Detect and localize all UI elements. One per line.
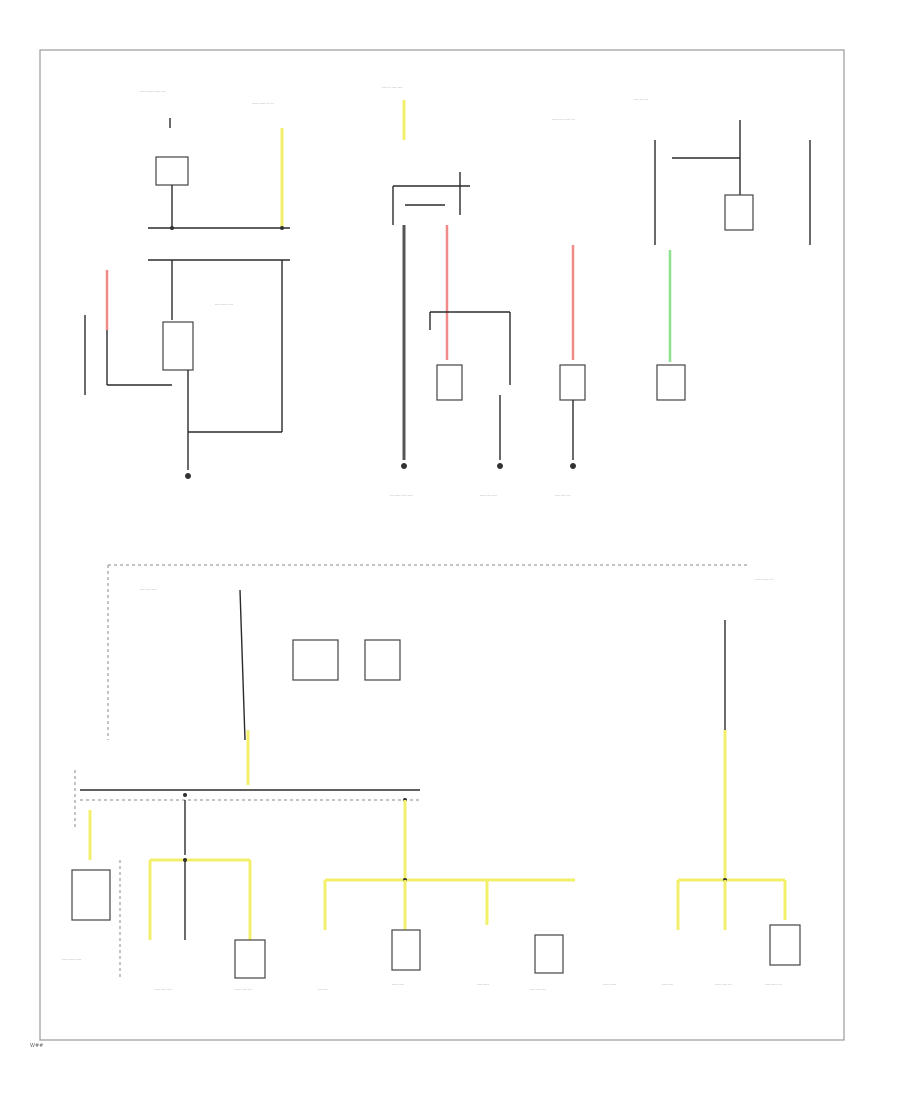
label-bot-10: ----- ---- --- xyxy=(715,982,733,986)
ground xyxy=(570,463,576,469)
component-box xyxy=(292,639,339,681)
label-top-right-1: ---- --- --- xyxy=(634,97,649,101)
junction xyxy=(170,226,174,230)
label-mid-2: ----- --- ---- xyxy=(480,493,498,497)
ground xyxy=(497,463,503,469)
relay-box xyxy=(155,156,189,186)
component-box xyxy=(724,194,754,231)
label-bot-7: ---- ---- --- xyxy=(530,987,546,991)
label-top-mid-2: ---- ----- ---- --- xyxy=(552,117,576,121)
label-top-mid-1: ---- -- ---- ---- xyxy=(382,85,403,89)
component-box xyxy=(534,934,564,974)
component-box xyxy=(436,364,463,401)
junction xyxy=(280,226,284,230)
ground xyxy=(401,463,407,469)
label-bot-6: ---- ----- xyxy=(477,982,490,986)
label-top-left-2: ----- ----- -- --- xyxy=(252,101,274,105)
label-bot-11: ---- ----- --- xyxy=(765,982,783,986)
diagram-border xyxy=(39,49,845,1041)
component-box xyxy=(364,639,401,681)
label-bot-3: ----- ---- --- xyxy=(235,987,253,991)
section-bottom: ---- ---- ---- ---- ----- xyxy=(62,564,801,991)
label-bot-4: ---- --- xyxy=(318,987,328,991)
label-mid-1: --- ----- ---- ---- xyxy=(390,493,414,497)
label-mid-4: ---- ---- ---- xyxy=(140,587,158,591)
diagram-code: W## xyxy=(30,1043,44,1049)
component-box xyxy=(234,939,266,979)
component-box xyxy=(769,924,801,966)
label-bot-1: ---- ----- ----- xyxy=(62,957,82,961)
junction xyxy=(183,858,187,862)
component-box xyxy=(71,869,111,921)
wire xyxy=(239,589,246,741)
label-bot-9: ---- ---- xyxy=(662,982,674,986)
label-mid-3: ---- ---- --- xyxy=(555,493,571,497)
section-top-right: ---- --- --- xyxy=(634,97,811,401)
component-box xyxy=(391,929,421,971)
relay-box xyxy=(162,321,194,371)
junction xyxy=(183,793,187,797)
section-top-left: ---- ------ ----- --- ----- ----- -- ---… xyxy=(84,89,290,479)
label-top-left-3: ---- ----- ---- xyxy=(215,302,234,306)
component-box xyxy=(559,364,586,401)
label-bot-8: ----- ----- xyxy=(603,982,617,986)
label-top-left-1: ---- ------ ----- --- xyxy=(140,89,166,93)
label-bot-2: ---- ---- ---- xyxy=(155,987,173,991)
section-top-middle: ---- -- ---- ---- ---- ----- ---- --- --… xyxy=(382,85,586,497)
component-box xyxy=(656,364,686,401)
ground xyxy=(185,473,191,479)
label-bot-12: ----- ----- --- xyxy=(755,577,774,581)
label-bot-5: ----- ---- xyxy=(392,982,405,986)
